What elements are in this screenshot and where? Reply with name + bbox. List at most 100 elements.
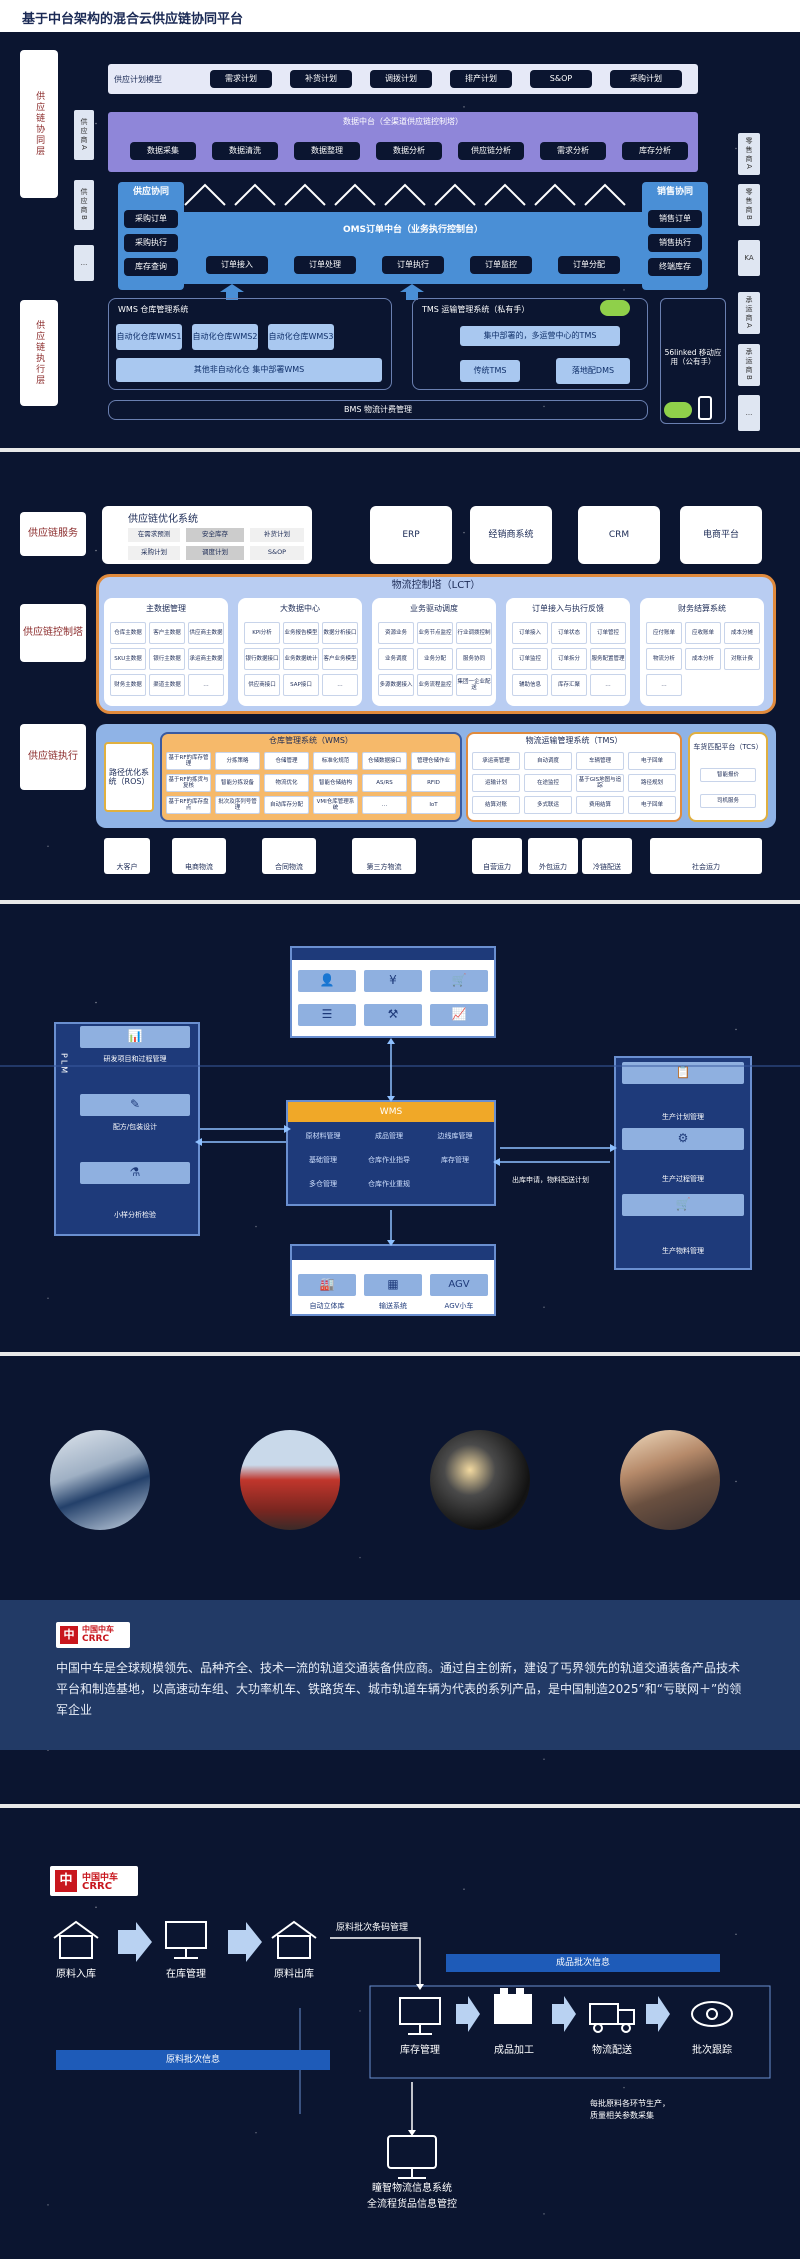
wms-exec-item[interactable]: VMI仓库管理系统: [313, 796, 358, 814]
system-ecommerce[interactable]: 电商平台: [680, 506, 762, 564]
lct-group-item[interactable]: 订单状态: [551, 622, 587, 644]
wms-exec-item[interactable]: 基于RF的库存盘点: [166, 796, 211, 814]
tms-traditional[interactable]: 传统TMS: [460, 360, 520, 382]
wms-item[interactable]: 自动化仓库WMS3: [268, 324, 334, 350]
oms-item[interactable]: 订单分配: [558, 256, 620, 274]
supplier-tab-a[interactable]: 供应商A: [74, 110, 94, 160]
wms-exec-item[interactable]: AS/RS: [362, 774, 407, 792]
lct-group-item[interactable]: 应付账单: [646, 622, 682, 644]
agv-icon[interactable]: AGV: [430, 1274, 488, 1296]
wms-item[interactable]: 自动化仓库WMS2: [192, 324, 258, 350]
lct-group-item[interactable]: 行业调拨控制: [456, 622, 492, 644]
wms-exec-item[interactable]: 智能仓储结构: [313, 774, 358, 792]
tms-exec-item[interactable]: 基于GIS地图与追踪: [576, 774, 624, 792]
lct-group-item[interactable]: KPI分析: [244, 622, 280, 644]
data-center-item[interactable]: 数据分析: [376, 142, 442, 160]
wms-item[interactable]: 自动化仓库WMS1: [116, 324, 182, 350]
opt-item[interactable]: 采购计划: [128, 546, 180, 560]
warehouse-icon[interactable]: 🏭: [298, 1274, 356, 1296]
lct-group-item[interactable]: 银行主数据: [149, 648, 185, 670]
wms-exec-item[interactable]: 仓储数据接口: [362, 752, 407, 770]
lct-group-item[interactable]: 业务分配: [417, 648, 453, 670]
data-center-item[interactable]: 数据清洗: [212, 142, 278, 160]
plan-item[interactable]: 采购计划: [610, 70, 682, 88]
carrier-tab-a[interactable]: 承运商A: [738, 292, 760, 334]
lct-group-item[interactable]: 业务节点监控: [417, 622, 453, 644]
channel-box[interactable]: 合同物流: [262, 838, 316, 874]
wms-other[interactable]: 其他非自动化仓 集中部署WMS: [116, 358, 382, 382]
tms-exec-item[interactable]: 运输计划: [472, 774, 520, 792]
plan-icon[interactable]: 📋: [622, 1062, 744, 1084]
supplier-tab-more[interactable]: ...: [74, 245, 94, 281]
opt-item[interactable]: 安全库存: [186, 528, 244, 542]
conveyor-icon[interactable]: ▦: [364, 1274, 422, 1296]
lct-group-item[interactable]: …: [322, 674, 358, 696]
lct-group-item[interactable]: 银行数据接口: [244, 648, 280, 670]
gear-icon[interactable]: ⚙: [622, 1128, 744, 1150]
channel-box[interactable]: 社会运力: [650, 838, 762, 874]
lct-group-item[interactable]: 订单接入: [512, 622, 548, 644]
wms-exec-item[interactable]: 物流优化: [264, 774, 309, 792]
list-icon[interactable]: ☰: [298, 1004, 356, 1026]
tms-exec-item[interactable]: 电子回单: [628, 796, 676, 814]
lct-group-item[interactable]: SKU主数据: [110, 648, 146, 670]
tcs-item[interactable]: 司机服务: [700, 794, 756, 808]
lct-group-item[interactable]: 客户业务模型: [322, 648, 358, 670]
ros-box[interactable]: 路径优化系统（ROS）: [104, 742, 154, 812]
tcs-item[interactable]: 智能报价: [700, 768, 756, 782]
wms-exec-item[interactable]: 仓储管理: [264, 752, 309, 770]
sales-item[interactable]: 销售执行: [648, 234, 702, 252]
money-icon[interactable]: ¥: [364, 970, 422, 992]
lct-group-item[interactable]: 服务协同: [456, 648, 492, 670]
trolley-icon[interactable]: 🛒: [622, 1194, 744, 1216]
supplier-tab-b[interactable]: 供应商B: [74, 180, 94, 230]
lct-group-item[interactable]: 数据分析接口: [322, 622, 358, 644]
wms-exec-item[interactable]: 自动库存分配: [264, 796, 309, 814]
lct-group-item[interactable]: 辅助信息: [512, 674, 548, 696]
report-icon[interactable]: 📊: [80, 1026, 190, 1048]
channel-box[interactable]: 电商物流: [172, 838, 226, 874]
lct-group-item[interactable]: 业务数据统计: [283, 648, 319, 670]
tms-exec-item[interactable]: 路径规划: [628, 774, 676, 792]
supply-item[interactable]: 库存查询: [124, 258, 178, 276]
system-erp[interactable]: ERP: [370, 506, 452, 564]
wms-exec-item[interactable]: 批次及序列号管理: [215, 796, 260, 814]
lct-group-item[interactable]: 财务主数据: [110, 674, 146, 696]
carrier-tab-b[interactable]: 承运商B: [738, 344, 760, 386]
wms-exec-item[interactable]: IoT: [411, 796, 456, 814]
cart-icon[interactable]: 🛒: [430, 970, 488, 992]
channel-box[interactable]: 自营运力: [472, 838, 522, 874]
lct-group-item[interactable]: 供应商接口: [244, 674, 280, 696]
design-icon[interactable]: ✎: [80, 1094, 190, 1116]
lct-group-item[interactable]: 对账计费: [724, 648, 760, 670]
data-center-item[interactable]: 数据整理: [294, 142, 360, 160]
tms-exec-item[interactable]: 电子回单: [628, 752, 676, 770]
lct-group-item[interactable]: SAP接口: [283, 674, 319, 696]
wms-exec-item[interactable]: …: [362, 796, 407, 814]
chart-icon[interactable]: 📈: [430, 1004, 488, 1026]
tms-exec-item[interactable]: 自动调度: [524, 752, 572, 770]
data-center-item[interactable]: 需求分析: [540, 142, 606, 160]
bms-bar[interactable]: BMS 物流计费管理: [108, 400, 648, 420]
plan-item[interactable]: 补货计划: [290, 70, 352, 88]
lct-group-item[interactable]: 业务调度: [378, 648, 414, 670]
lct-group-item[interactable]: …: [646, 674, 682, 696]
lct-group-item[interactable]: 业务报告模型: [283, 622, 319, 644]
opt-item[interactable]: 补货计划: [250, 528, 304, 542]
opt-item[interactable]: 调度计划: [186, 546, 244, 560]
wms-exec-item[interactable]: 管理仓储作业: [411, 752, 456, 770]
oms-item[interactable]: 订单处理: [294, 256, 356, 274]
lct-group-item[interactable]: 库存汇聚: [551, 674, 587, 696]
system-dealer[interactable]: 经销商系统: [470, 506, 552, 564]
wms-exec-item[interactable]: 基于RF的拣货与复核: [166, 774, 211, 792]
tms-exec-item[interactable]: 费用结算: [576, 796, 624, 814]
lct-group-item[interactable]: 供应商主数据: [188, 622, 224, 644]
wms-exec-item[interactable]: 分拣策略: [215, 752, 260, 770]
lct-group-item[interactable]: 业务流程监控: [417, 674, 453, 696]
retailer-tab-b[interactable]: 零售商B: [738, 184, 760, 226]
lct-group-item[interactable]: 应收账单: [685, 622, 721, 644]
sales-item[interactable]: 终端库存: [648, 258, 702, 276]
lct-group-item[interactable]: 成本分析: [685, 648, 721, 670]
lct-group-item[interactable]: 服务配置管理: [590, 648, 626, 670]
supply-item[interactable]: 采购执行: [124, 234, 178, 252]
